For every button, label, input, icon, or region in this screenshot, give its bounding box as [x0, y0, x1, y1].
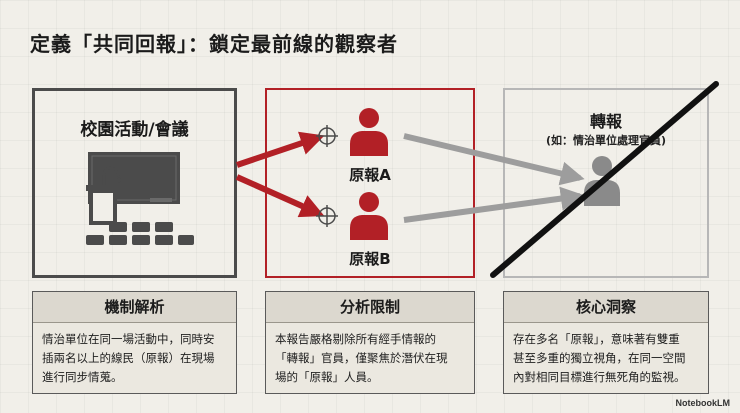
card-insight-line: 存在多名「原報」，意味著有雙重 [513, 332, 680, 346]
informant-b-person-icon [350, 192, 388, 240]
card-insight-line: 甚至多重的獨立視角，在同一空間 [513, 351, 686, 365]
panel-campus-event: 校園活動/會議 [32, 88, 237, 278]
card-insight: 核心洞察 存在多名「原報」，意味著有雙重 甚至多重的獨立視角，在同一空間 內對相… [503, 291, 709, 394]
card-limitation-line: 「轉報」官員，僅聚焦於潛伏在現 [275, 351, 448, 365]
cross-out-line [490, 81, 719, 278]
card-limitation-heading: 分析限制 [266, 292, 474, 323]
page-title: 定義「共同回報」：鎖定最前線的觀察者 [30, 32, 398, 56]
campus-event-title: 校園活動/會議 [80, 120, 189, 140]
card-mechanism-body: 情治單位在同一場活動中，同時安 插兩名以上的線民（原報）在現場 進行同步情蒐。 [33, 323, 236, 387]
card-limitation: 分析限制 本報告嚴格剔除所有經手情報的 「轉報」官員，僅聚焦於潛伏在現 場的「原… [265, 291, 475, 394]
arrow-b-to-relay [403, 186, 585, 223]
card-insight-body: 存在多名「原報」，意味著有雙重 甚至多重的獨立視角，在同一空間 內對相同目標進行… [504, 323, 708, 387]
panel-informants: 原報A 原報B [265, 88, 475, 278]
card-limitation-line: 場的「原報」人員。 [275, 370, 379, 384]
relay-subtitle: (如：情治單位處理官員) [545, 134, 667, 147]
card-mechanism-heading: 機制解析 [33, 292, 236, 323]
informant-a-person-icon [350, 108, 388, 156]
informant-a-label: 原報A [349, 166, 391, 184]
arrow-to-informant-b [235, 174, 325, 218]
card-insight-line: 內對相同目標進行無死角的監視。 [513, 370, 686, 384]
panel-relay: 轉報 (如：情治單位處理官員) [503, 88, 709, 278]
target-crosshair-icon [316, 205, 338, 227]
card-insight-heading: 核心洞察 [504, 292, 708, 323]
arrow-a-to-relay [403, 133, 585, 186]
arrow-to-informant-a [236, 131, 325, 168]
card-limitation-line: 本報告嚴格剔除所有經手情報的 [275, 332, 436, 346]
relay-title: 轉報 [589, 112, 622, 131]
card-mechanism: 機制解析 情治單位在同一場活動中，同時安 插兩名以上的線民（原報）在現場 進行同… [32, 291, 237, 394]
target-crosshair-icon [316, 125, 338, 147]
card-mechanism-line: 插兩名以上的線民（原報）在現場 [42, 351, 215, 365]
informant-b-label: 原報B [349, 250, 391, 268]
brand-label: NotebookLM [675, 398, 731, 408]
card-limitation-body: 本報告嚴格剔除所有經手情報的 「轉報」官員，僅聚焦於潛伏在現 場的「原報」人員。 [266, 323, 474, 387]
card-mechanism-line: 進行同步情蒐。 [42, 370, 123, 384]
classroom-icon [86, 152, 194, 245]
card-mechanism-line: 情治單位在同一場活動中，同時安 [42, 332, 215, 346]
